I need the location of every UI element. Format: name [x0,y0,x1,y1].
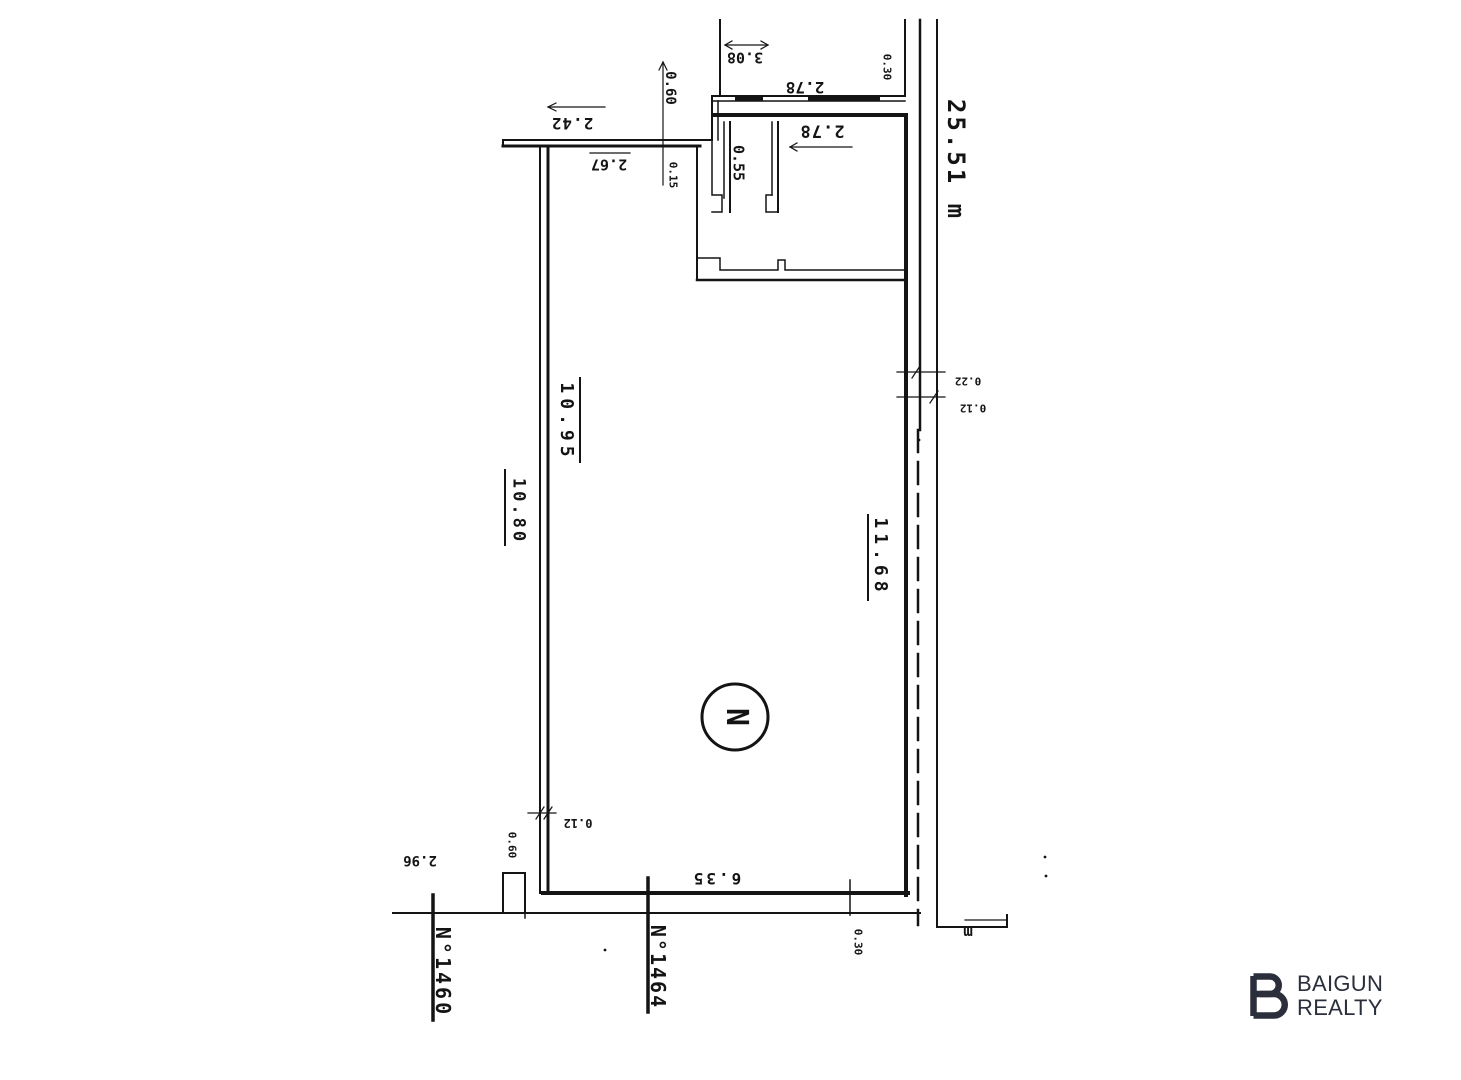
dimension-label-neighbor-width: 3.08 [726,48,764,67]
circled-marker-ring [700,682,770,752]
street-boundary [392,18,1008,928]
dimension-label-upper-step: 0.60 [662,71,678,105]
dimension-label-left-wall-thickness: 0.12 [563,816,593,830]
dim-right-tick-a [911,365,921,379]
circled-marker-letter: N [719,707,754,727]
specks [603,438,1048,952]
dim-left-tick-b [543,806,553,820]
dim-right-tick-b [929,390,939,404]
dim-overhang-arrow [546,102,557,112]
dimension-label-outer-left-length: 10.80 [508,477,529,545]
dim-upper-step-arrow [658,60,668,71]
brand-name-line2: REALTY [1297,995,1383,1020]
dim-left-tick-a [535,806,545,820]
lot-number-center: N°1464 [646,924,670,1010]
dimension-label-inner-left-length: 10.95 [556,382,577,462]
main-room [501,113,910,919]
speck [603,948,607,952]
dimension-lines [431,40,946,1022]
upper-rooms [695,95,908,282]
dimension-label-front-setback: 0.30 [851,928,865,956]
brand-logo: BAIGUN REALTY [1250,972,1390,1020]
corner-box [502,872,526,914]
dim-neighbor-arrow-right [760,40,770,50]
unit-mark: m [963,923,973,942]
dim-neighbor-arrow-left [723,40,733,50]
dimension-label-wall-thickness: 0.15 [666,161,680,189]
dimension-label-right-offset-a: 0.22 [954,374,982,388]
dim-bath-arrow [788,142,798,152]
window-small [735,96,763,101]
speck [1044,874,1048,878]
window-large [808,96,880,101]
dimension-label-upper-frontage: 2.78 [785,78,825,97]
dimension-label-bath-width: 2.78 [799,120,845,141]
neighbor-lot-top [719,19,906,97]
upper-front-wall [711,95,906,102]
brand-wordmark: BAIGUN REALTY [1297,972,1383,1020]
dimension-label-left-offset: 2.96 [403,852,437,868]
upper-room-bottom-inner [696,257,907,271]
baigun-b-icon [1250,973,1288,1019]
dimension-label-overhang-width: 2.42 [550,114,594,133]
bath-wall-jog [711,139,723,213]
dimension-label-total-length: 25.51 m [942,98,970,222]
dimension-label-front-width: 6.35 [690,869,742,888]
dimension-label-corner-box-width: 0.60 [505,831,519,859]
partition-b-foot [765,194,779,213]
dimension-label-hall-width: 2.67 [590,155,628,174]
front-corner-right [936,914,1008,928]
brand-name-line1: BAIGUN [1297,971,1384,996]
speck [917,438,921,442]
speck [1043,855,1047,859]
dimension-label-right-length: 11.68 [870,517,891,597]
dimension-label-partition-width: 0.55 [729,144,748,182]
dimension-label-right-offset-b: 0.12 [959,401,987,415]
dimension-label-upper-setback: 0.30 [880,53,894,81]
lot-number-left: N°1460 [431,926,455,1018]
